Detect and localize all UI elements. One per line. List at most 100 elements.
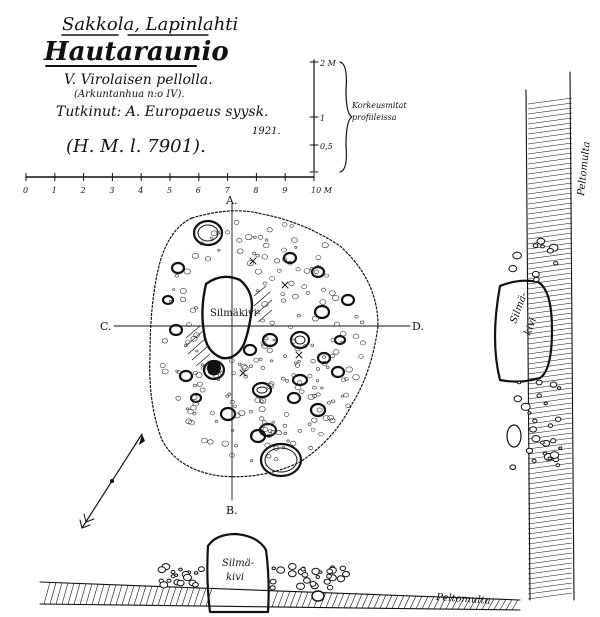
- hatch-line: [527, 477, 573, 485]
- hatch-line: [527, 162, 573, 170]
- length-tick-label: 6: [196, 186, 201, 195]
- plan-pebble: [246, 260, 254, 267]
- plan-pebble: [261, 343, 269, 349]
- plan-pebble: [294, 384, 302, 391]
- length-tick-label: 9: [282, 186, 287, 195]
- hatch-line: [527, 142, 573, 150]
- plan-pebble: [258, 406, 266, 413]
- hatch-line: [55, 582, 63, 605]
- plan-pebble: [315, 255, 322, 260]
- plan-pebble: [307, 374, 313, 379]
- hatch-line: [527, 512, 573, 520]
- plan-pebble: [199, 387, 206, 393]
- section-pebble: [170, 569, 176, 575]
- hatch-line: [157, 586, 165, 606]
- hatch-line: [145, 585, 153, 606]
- section-pebble: [529, 426, 537, 433]
- plan-pebble: [322, 415, 330, 421]
- plan-pebble: [330, 353, 336, 358]
- plan-pebble: [209, 411, 215, 416]
- plan-pebble: [255, 310, 261, 315]
- plan-pebble: [207, 439, 214, 445]
- plan-stone: [291, 373, 309, 387]
- plan-pebble: [174, 274, 179, 278]
- plan-pebble: [216, 231, 221, 235]
- hatch-line: [527, 467, 573, 475]
- hatch-line: [487, 598, 495, 610]
- plan-stone: [242, 343, 258, 357]
- hatch-line: [527, 262, 573, 270]
- height-caption-1: Korkeusmitat: [351, 101, 407, 110]
- hatch-line: [67, 582, 75, 605]
- plan-stone: [309, 402, 327, 418]
- plan-pebble: [280, 298, 287, 303]
- hatch-line: [139, 585, 147, 606]
- section-pebble: [540, 244, 545, 249]
- length-tick-label: 7: [225, 186, 231, 195]
- plan-pebble: [307, 393, 315, 400]
- plan-pebble: [340, 340, 344, 344]
- section-pebble: [176, 579, 185, 587]
- height-label-1m: 1: [320, 114, 325, 123]
- plan-pebble: [238, 410, 246, 416]
- plan-stone: [261, 332, 279, 348]
- plan-pebble: [193, 384, 197, 388]
- plan-pebble: [286, 439, 290, 443]
- hatch-line: [439, 596, 447, 610]
- plan-pebble: [275, 430, 282, 436]
- section-pebble: [288, 570, 297, 578]
- section-pebble: [269, 578, 277, 585]
- plan-pebble: [185, 407, 190, 411]
- plan-pebble: [180, 296, 187, 302]
- plan-pebble: [272, 338, 276, 342]
- plan-stone: [259, 442, 303, 478]
- plan-pebble: [195, 372, 203, 378]
- plan-pebble: [282, 222, 288, 227]
- plan-pebble: [161, 368, 169, 375]
- hatch-line: [527, 362, 573, 370]
- hatch-line: [187, 587, 195, 606]
- hatch-line: [527, 332, 573, 340]
- hatch-line: [475, 598, 483, 610]
- plan-pebble: [309, 266, 315, 271]
- plan-pebble: [340, 394, 345, 398]
- plan-stone-inner: [256, 386, 268, 394]
- site-title: Hautaraunio: [43, 37, 229, 67]
- catalogue-number: (H. M. l. 7901).: [66, 136, 206, 157]
- hatch-line: [527, 252, 573, 260]
- hatch-line: [199, 587, 207, 607]
- hatch-line: [527, 407, 573, 415]
- hatch-line: [469, 597, 477, 610]
- hatch-line: [527, 177, 573, 185]
- plan-pebble: [292, 293, 299, 300]
- section-pebble: [536, 393, 542, 398]
- plan-pebble: [321, 287, 326, 292]
- hatch-line: [527, 562, 573, 570]
- plan-pebble: [270, 429, 277, 435]
- section-pebble: [531, 270, 540, 278]
- hatch-line: [527, 437, 573, 445]
- hatch-line: [527, 472, 573, 480]
- plan-pebble: [333, 321, 340, 327]
- section-pebble: [157, 566, 167, 574]
- plan-pebble: [193, 332, 200, 338]
- plan-pebble: [354, 315, 359, 319]
- plan-pebble: [269, 320, 275, 326]
- hatch-line: [527, 152, 573, 160]
- section-pebble: [269, 585, 276, 591]
- plan-pebble: [329, 290, 336, 296]
- hatch-line: [493, 598, 501, 610]
- section-pebble: [326, 584, 334, 591]
- hatch-line: [427, 596, 435, 609]
- plan-pebble: [322, 355, 327, 359]
- plan-stone: [249, 428, 267, 444]
- section-pebble: [288, 563, 297, 570]
- hatch-line: [527, 322, 573, 330]
- hatch-line: [109, 584, 117, 605]
- plan-stone-inner: [264, 447, 298, 473]
- section-pebble: [556, 386, 562, 390]
- hatch-line: [527, 492, 573, 500]
- hatch-line: [43, 582, 51, 605]
- hatch-line: [379, 594, 387, 609]
